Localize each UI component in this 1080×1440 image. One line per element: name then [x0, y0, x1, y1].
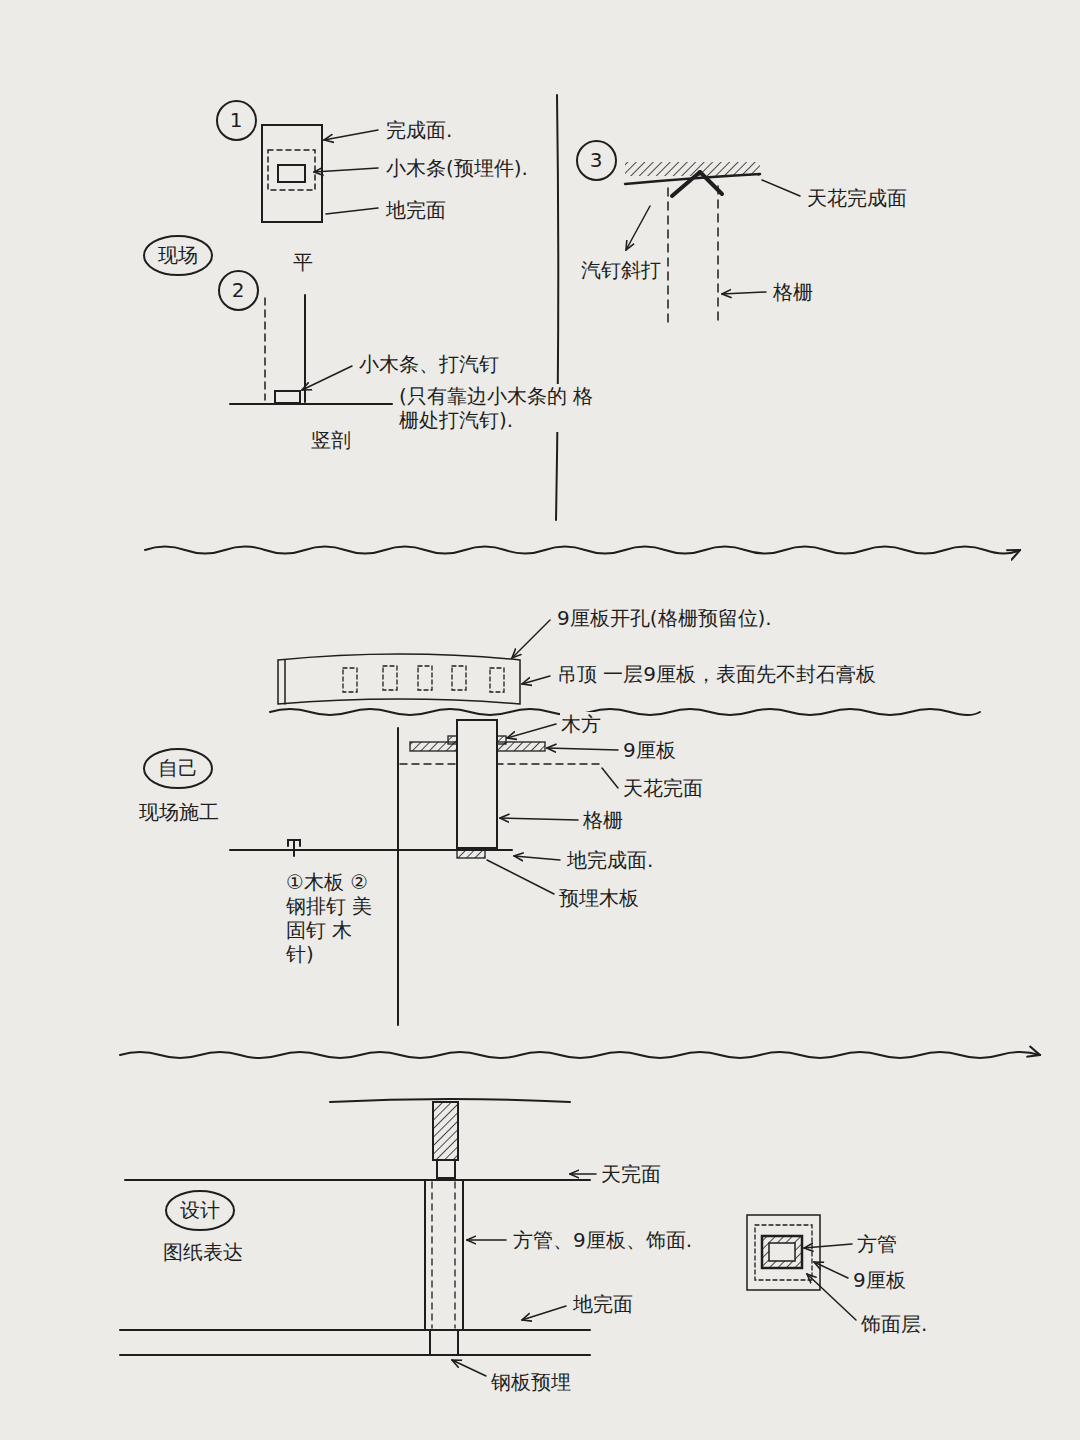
node-text: 3 [590, 148, 603, 172]
circled-number: 3 [575, 139, 618, 182]
annotation-label: 地完面 [385, 198, 447, 222]
node-text: 现场 [158, 243, 198, 267]
annotation-label: 格栅 [582, 808, 624, 832]
annotation-label: 9厘板开孔(格栅预留位). [556, 606, 773, 630]
annotation-label: 小木条(预埋件). [385, 156, 529, 180]
annotation-label: (只有靠边小木条的 格栅处打汽钉). [398, 384, 600, 432]
plan-outline [262, 125, 322, 222]
annotation-label: 天完面 [600, 1162, 662, 1186]
annotation-label: 竖剖 [310, 428, 352, 452]
circled-number: 1 [215, 99, 258, 142]
annotation-label: 小木条、打汽钉 [358, 352, 500, 376]
annotation-label: 格栅 [772, 280, 814, 304]
circled-note: 自己 [142, 747, 214, 790]
annotation-label: 汽钉斜打 [580, 258, 662, 282]
node-text: 设计 [180, 1198, 220, 1222]
annotation-label: 地完面 [572, 1292, 634, 1316]
annotation-label: 天花完成面 [806, 186, 908, 210]
node-text: 2 [232, 278, 245, 302]
circled-note: 设计 [164, 1189, 236, 1232]
annotation-label: 木方 [560, 712, 602, 736]
annotation-label: 完成面. [385, 118, 453, 142]
annotation-label: 吊顶 一层9厘板，表面先不封石膏板 [556, 662, 877, 686]
annotation-label: 方管 [856, 1232, 898, 1256]
annotation-label: 图纸表达 [162, 1240, 244, 1264]
annotation-label: 钢板预埋 [490, 1370, 572, 1394]
annotation-label: 地完成面. [566, 848, 654, 872]
node-text: 1 [230, 108, 243, 132]
circled-note: 现场 [142, 234, 214, 277]
annotation-label: 饰面层. [860, 1312, 928, 1336]
circled-number: 2 [217, 269, 260, 312]
annotation-label: 9厘板 [622, 738, 677, 762]
annotation-label: 9厘板 [852, 1268, 907, 1292]
annotation-label: ①木板 ②钢排钉 美固钉 木针) [285, 870, 379, 966]
annotation-label: 方管、9厘板、饰面. [512, 1228, 693, 1252]
node-text: 自己 [158, 756, 198, 780]
annotation-label: 预埋木板 [558, 886, 640, 910]
annotation-label: 天花完面 [622, 776, 704, 800]
annotation-label: 现场施工 [138, 800, 220, 824]
annotation-label: 平 [292, 250, 314, 274]
